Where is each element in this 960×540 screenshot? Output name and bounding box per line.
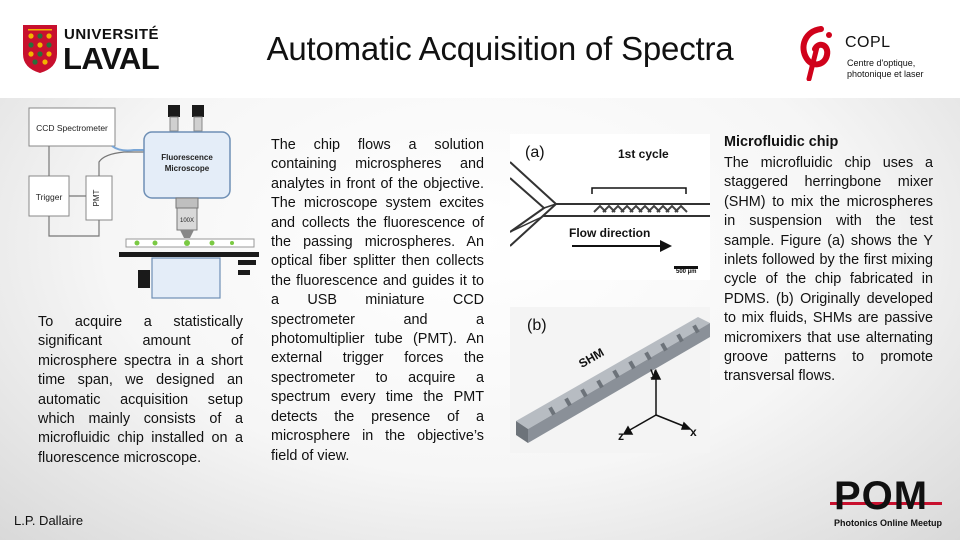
ccd-spectrometer-box <box>28 107 116 147</box>
figure-b-shm-render <box>510 307 710 453</box>
microscope-base <box>151 257 221 299</box>
microscope-label-line1: Fluorescence <box>161 153 213 162</box>
microscope-stage <box>119 252 259 257</box>
axis-y-label: y <box>650 365 657 379</box>
figure-b: (b) SHM y x z <box>510 307 710 453</box>
axis-x-label: x <box>690 425 697 439</box>
pmt-label: PMT <box>92 189 101 206</box>
laval-logo-line2: LAVAL <box>63 41 160 76</box>
author-credit: L.P. Dallaire <box>14 513 84 528</box>
focus-knob-left <box>138 270 150 288</box>
left-paragraph: To acquire a statistically significant a… <box>38 314 243 466</box>
shm-grooves <box>548 324 700 416</box>
axes-triad <box>622 369 692 435</box>
copl-subtitle-line2: photonique et laser <box>847 69 924 79</box>
cycle-bracket <box>591 187 687 194</box>
figure-a-micrograph <box>510 134 710 280</box>
objective-label: 100X <box>180 218 194 224</box>
pom-subtitle: Photonics Online Meetup <box>834 518 943 528</box>
axis-z-label: z <box>618 429 624 443</box>
laval-shield-icon <box>23 25 57 73</box>
copl-name: COPL <box>845 34 891 51</box>
shm-channel-front <box>528 323 710 443</box>
scale-bar <box>674 266 698 269</box>
stage-knob-right-2 <box>238 270 250 275</box>
cycle-label: 1st cycle <box>618 147 669 161</box>
herringbone-grooves <box>593 204 688 213</box>
objective-turret <box>175 197 199 209</box>
microspheres <box>134 240 234 246</box>
right-heading: Microfluidic chip <box>724 134 839 150</box>
title-band <box>0 0 960 98</box>
microscope-label-line2: Microscope <box>165 164 210 173</box>
stage-knob-right <box>238 260 256 265</box>
laval-logo: UNIVERSITÉ LAVAL <box>22 22 162 80</box>
objective-tip <box>180 230 194 238</box>
figure-b-label: (b) <box>527 317 547 334</box>
shm-channel-side <box>516 421 528 443</box>
copl-swirl-icon <box>800 26 832 81</box>
flow-direction-label: Flow direction <box>569 226 651 240</box>
pom-name: POM <box>834 474 929 518</box>
pom-red-line <box>830 502 942 505</box>
copl-subtitle: Centre d'optique, photonique et laser <box>847 58 957 80</box>
pom-logo: POM Photonics Online Meetup <box>828 474 948 534</box>
eyepieces <box>168 105 204 132</box>
connection-wires <box>48 145 146 237</box>
ccd-spectrometer-label: CCD Spectrometer <box>36 123 108 133</box>
laval-logo-line1: UNIVERSITÉ <box>64 26 160 43</box>
copl-logo: COPL Centre d'optique, photonique et las… <box>795 25 955 83</box>
slide-title: Automatic Acquisition of Spectra <box>266 30 734 67</box>
figure-a: (a) 1st cycle Flow direction 500 µm <box>510 134 710 280</box>
copl-subtitle-line1: Centre d'optique, <box>847 58 916 68</box>
right-paragraph: The microfluidic chip uses a staggered h… <box>724 155 933 385</box>
figure-a-label: (a) <box>525 144 545 161</box>
middle-paragraph: The chip flows a solution containing mic… <box>271 137 484 464</box>
acquisition-setup-diagram: CCD Spectrometer Trigger PMT Fluorescenc… <box>28 105 259 299</box>
trigger-label: Trigger <box>36 192 63 202</box>
scale-label: 500 µm <box>676 269 697 275</box>
